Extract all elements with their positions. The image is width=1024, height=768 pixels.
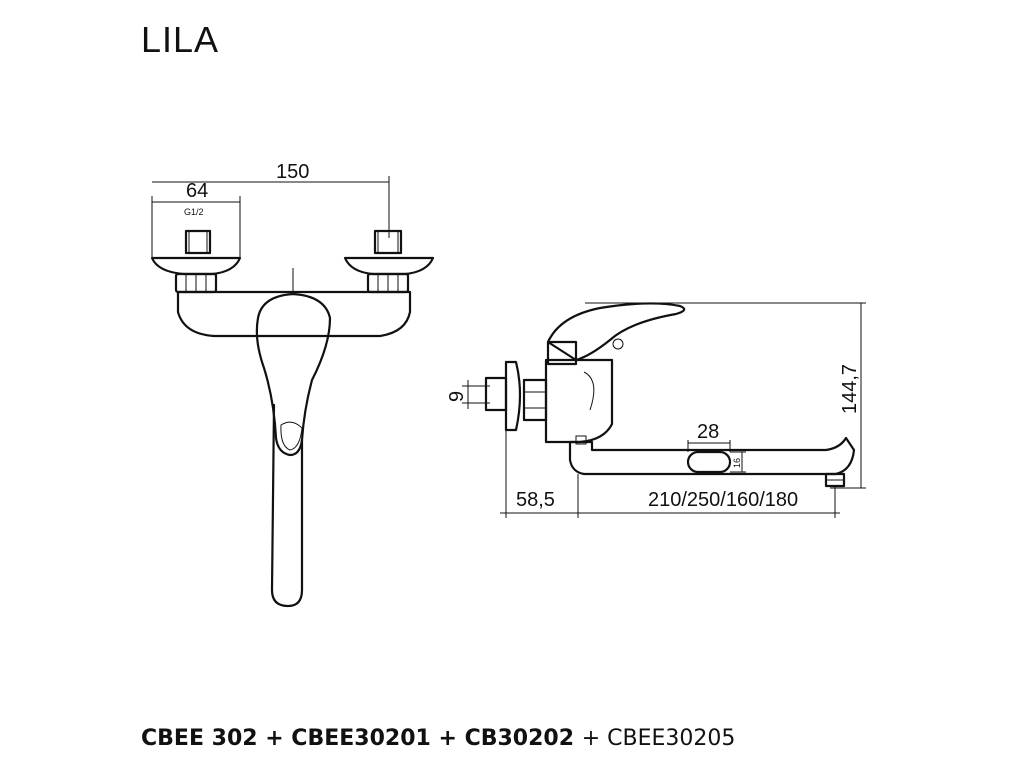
lever-tip [280,421,303,451]
side-handle-screw [612,338,624,350]
dimension-label-28: 28 [697,421,719,443]
lever-handle [255,292,332,457]
side-nut [522,378,548,422]
product-title: LILA [141,19,220,60]
right-connection [343,229,435,294]
mixer-body [176,290,412,338]
spout-front [270,403,304,608]
product-codes: CBEE 302 + CBEE30201 + CB30202 + CBEE302… [141,728,735,750]
product-codes-main: CBEE 302 + CBEE30201 + CB30202 [141,726,575,751]
dimension-flange-width: 64 G1/2 [151,180,241,258]
side-lever-handle [546,302,686,362]
aerator-oval [686,450,732,474]
side-connection [484,360,548,432]
left-flange [150,256,242,276]
side-cartridge [546,340,578,366]
aerator-detail: 28 16 [686,421,746,474]
side-pipe-stub [484,376,508,412]
dimension-overall-width: 150 [152,161,390,238]
product-codes-extra: + CBEE30205 [581,726,736,751]
side-view: 144,7 9 [446,302,866,518]
dimension-label-64: 64 [186,180,208,202]
dimension-label-offset: 58,5 [516,489,555,511]
dimension-label-9: 9 [446,391,468,402]
dimension-height: 144,7 [585,302,866,489]
side-spout [568,436,856,476]
right-flange [343,256,435,276]
dimension-label-150: 150 [276,161,309,183]
dimension-label-spout-lengths: 210/250/160/180 [648,489,798,511]
spout-ring [575,435,587,445]
side-body-contour [583,371,595,411]
front-view: 150 64 G1/2 [150,161,435,608]
side-body [544,358,614,444]
dimension-bottom: 58,5 210/250/160/180 [500,430,840,518]
dimension-label-16: 16 [732,458,742,468]
thread-label: G1/2 [184,207,204,217]
right-pipe-stub [373,229,403,255]
dimension-nut-height: 9 [446,380,490,409]
side-flange [504,360,522,432]
left-connection [150,229,242,294]
dimension-label-height: 144,7 [839,364,861,414]
left-pipe-stub [184,229,212,255]
